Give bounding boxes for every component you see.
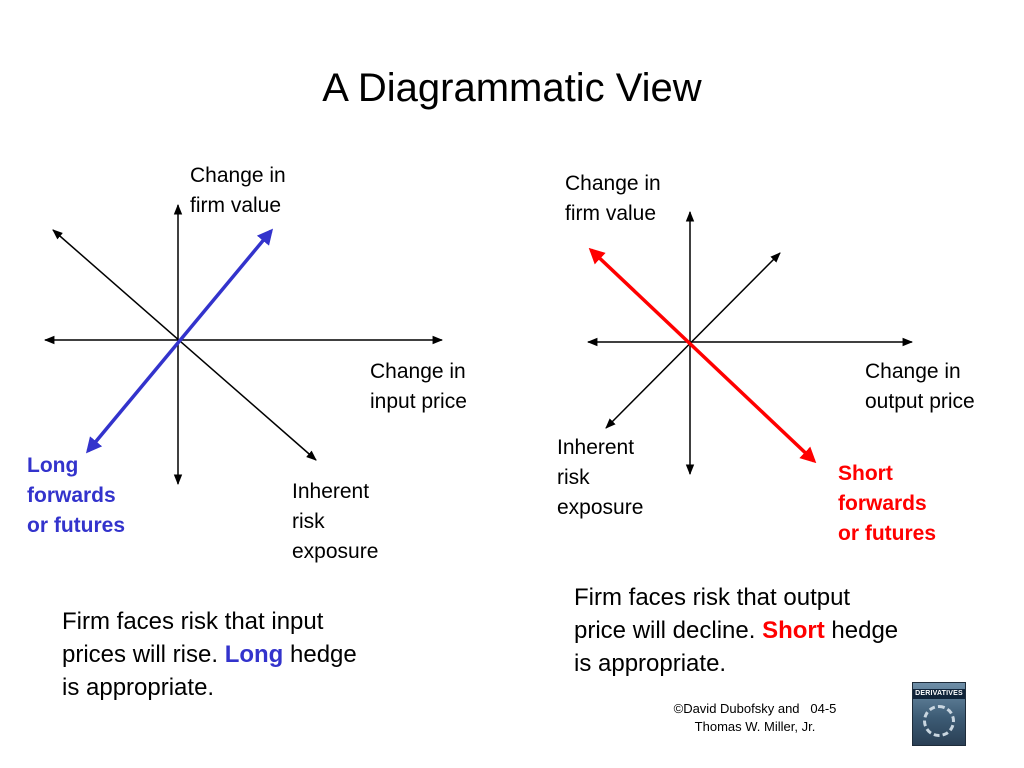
left-x-axis-label: Change in input price <box>370 360 467 413</box>
left-risk-line <box>52 229 317 461</box>
long-emphasis: Long <box>224 641 284 668</box>
left-diagram <box>43 203 444 486</box>
book-cover-title: DERIVATIVES <box>913 689 965 699</box>
left-risk-label: Inherent risk exposure <box>292 480 379 563</box>
right-y-axis-label: Change in firm value <box>565 172 661 225</box>
gear-icon <box>923 705 955 737</box>
book-cover-icon: DERIVATIVES <box>912 682 966 746</box>
right-hedge-label: Short forwards or futures <box>838 462 937 545</box>
right-caption: Firm faces risk that output price will d… <box>574 584 899 677</box>
slide-title: A Diagrammatic View <box>322 66 702 110</box>
right-diagram <box>586 210 914 476</box>
right-hedge-line <box>588 247 817 464</box>
left-caption: Firm faces risk that input prices will r… <box>62 608 357 701</box>
right-x-axis-label: Change in output price <box>865 360 975 413</box>
right-risk-label: Inherent risk exposure <box>557 436 644 519</box>
left-y-axis-label: Change in firm value <box>190 164 286 217</box>
copyright-footer: ©David Dubofsky and 04-5 Thomas W. Mille… <box>673 701 837 734</box>
left-hedge-line <box>85 228 274 454</box>
left-hedge-label: Long forwards or futures <box>27 454 126 537</box>
short-emphasis: Short <box>762 617 825 644</box>
